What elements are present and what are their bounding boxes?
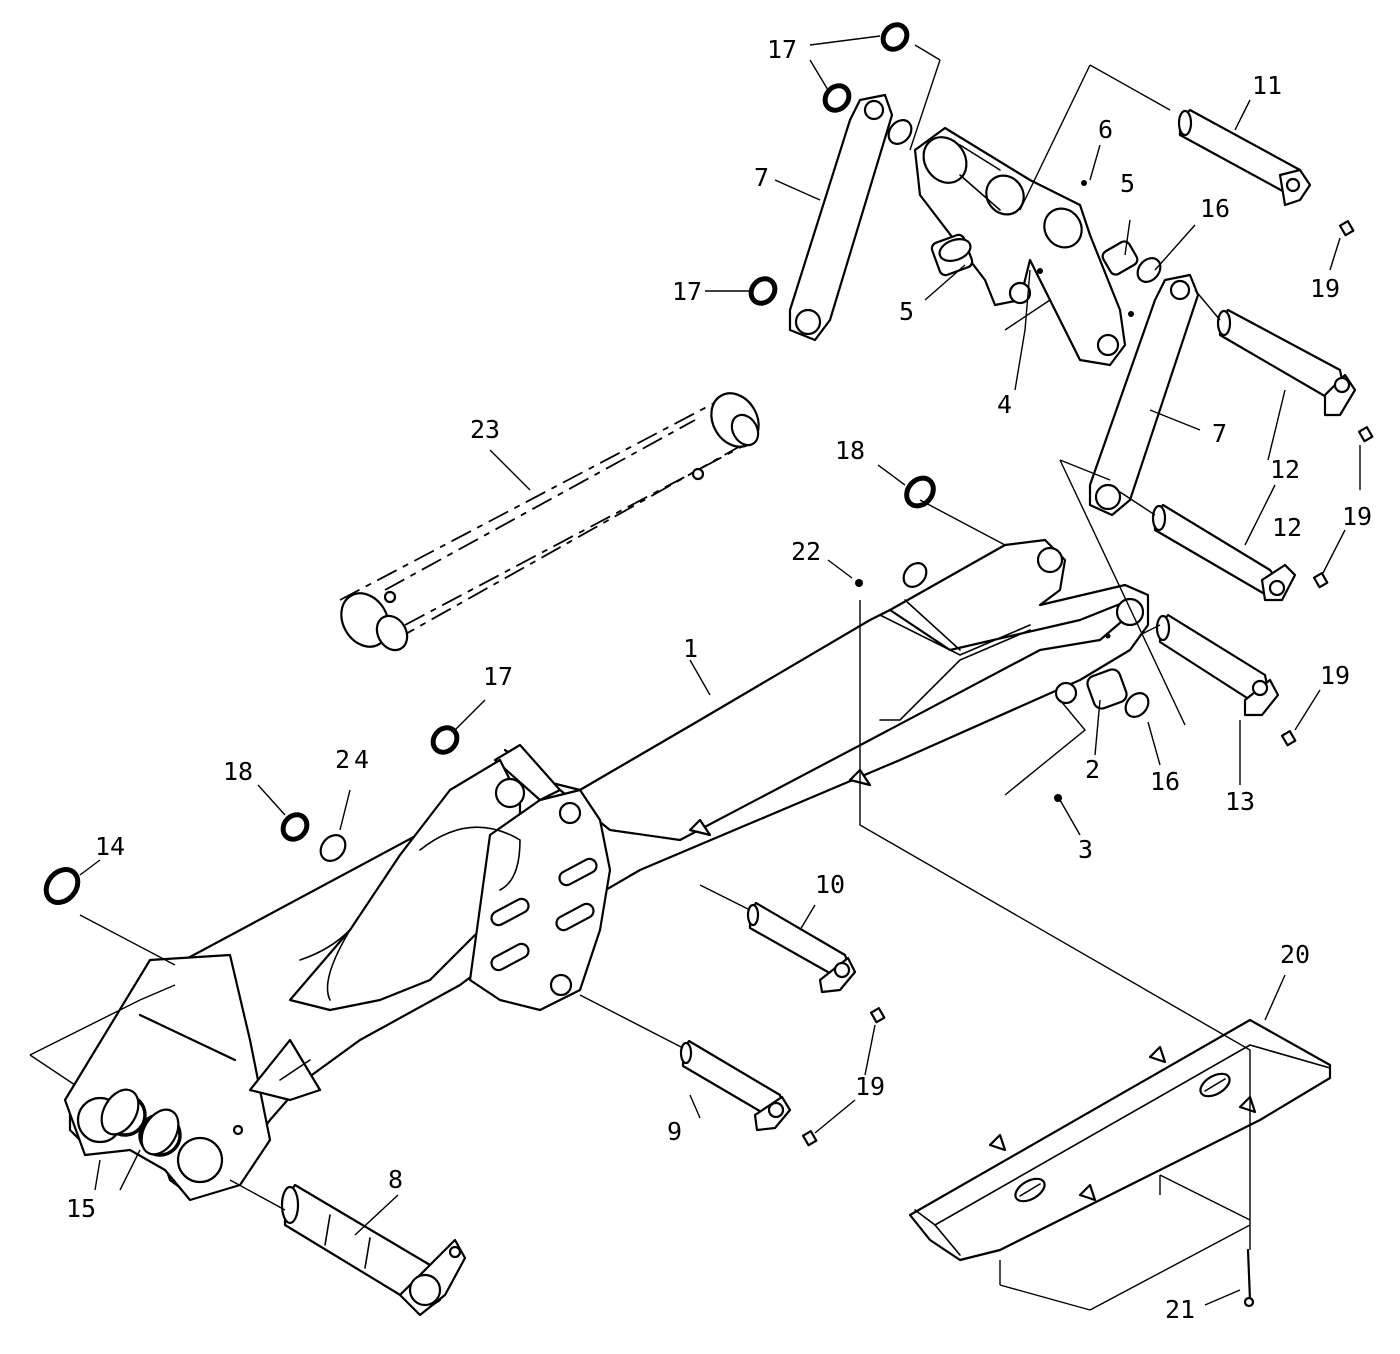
callout-5-right: 5: [1120, 169, 1135, 198]
link-right: [1088, 273, 1200, 517]
callout-18-lower: 18: [223, 757, 253, 786]
callout-18-upper: 18: [835, 436, 865, 465]
boom-assembly: [63, 538, 1150, 1202]
pins: [280, 108, 1357, 1317]
callout-17-boom: 17: [483, 662, 513, 691]
callout-6: 6: [1098, 115, 1113, 144]
callout-24: 24: [335, 745, 373, 774]
callout-7-left: 7: [754, 163, 769, 192]
callout-labels: 1 2 3 4 5 5 6 7 7 8 9 10 11 12 12 13 14 …: [66, 35, 1372, 1324]
leader-lines: [29, 35, 1361, 1311]
callout-13: 13: [1225, 787, 1255, 816]
callout-16-upper: 16: [1200, 194, 1230, 223]
callout-17-mid: 17: [672, 277, 702, 306]
callout-20: 20: [1280, 940, 1310, 969]
hydraulic-cylinder: [339, 392, 761, 652]
bolts: [801, 180, 1374, 1147]
callout-21: 21: [1165, 1295, 1195, 1324]
callout-8: 8: [388, 1165, 403, 1194]
callout-22: 22: [791, 537, 821, 566]
washers: [43, 22, 1162, 1156]
callout-12-upper: 12: [1270, 455, 1300, 484]
callout-10: 10: [815, 870, 845, 899]
callout-19-a: 19: [1310, 274, 1340, 303]
callout-12-lower: 12: [1272, 513, 1302, 542]
callout-19-c: 19: [1320, 661, 1350, 690]
callout-16-lower: 16: [1150, 767, 1180, 796]
callout-14: 14: [95, 832, 125, 861]
callout-3: 3: [1078, 835, 1093, 864]
callout-5-left: 5: [899, 297, 914, 326]
callout-1: 1: [683, 634, 698, 663]
callout-15: 15: [66, 1194, 96, 1223]
callout-4: 4: [997, 390, 1012, 419]
callout-19-d: 19: [855, 1072, 885, 1101]
cover-plate: [908, 1018, 1332, 1308]
bellcrank: [913, 126, 1127, 367]
callout-17-top: 17: [767, 35, 797, 64]
callout-11: 11: [1252, 71, 1282, 100]
link-left: [788, 93, 894, 342]
bushings: [930, 233, 1139, 710]
callout-7-right: 7: [1212, 419, 1227, 448]
callout-9: 9: [667, 1117, 682, 1146]
callout-19-b: 19: [1342, 502, 1372, 531]
callout-23: 23: [470, 415, 500, 444]
callout-2: 2: [1085, 755, 1100, 784]
